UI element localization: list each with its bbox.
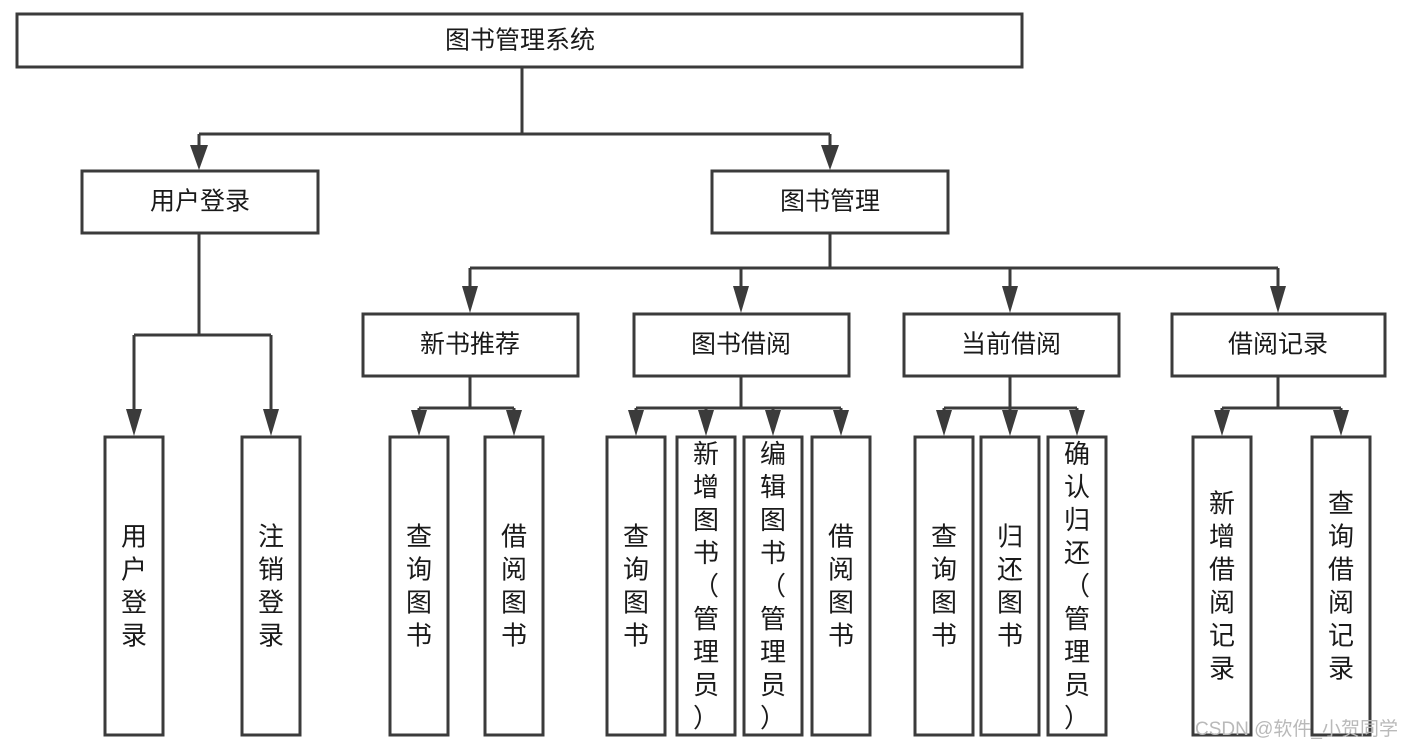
node-user-login[interactable]: 用户登录 <box>80 169 320 235</box>
arrow-head-leaf-query-book-3 <box>936 410 952 436</box>
node-leaf-borrow-book-1[interactable]: 借阅图书 <box>483 435 545 737</box>
node-leaf-edit-book-label: 编辑图书（管理员） <box>760 439 786 733</box>
node-book-management-box[interactable] <box>710 169 950 235</box>
node-leaf-add-record-box[interactable] <box>1191 435 1253 737</box>
arrow-head-leaf-user-logout <box>263 409 279 436</box>
node-leaf-borrow-book-2-label: 借阅图书 <box>828 522 854 651</box>
arrow-head-leaf-query-book-1 <box>411 410 427 436</box>
node-leaf-user-login-label: 用户登录 <box>121 522 147 651</box>
arrow-head-leaf-borrow-book-2 <box>833 410 849 436</box>
node-root-label: 图书管理系统 <box>445 27 595 55</box>
node-root-box[interactable] <box>15 12 1024 69</box>
node-book-borrow-box[interactable] <box>632 312 851 378</box>
arrow-head-book-borrow <box>733 286 749 313</box>
node-current-borrow[interactable]: 当前借阅 <box>902 312 1121 378</box>
node-leaf-borrow-book-1-label: 借阅图书 <box>501 522 527 651</box>
node-leaf-edit-book[interactable]: 编辑图书（管理员） <box>742 435 804 737</box>
arrow-head-leaf-return-book <box>1002 410 1018 436</box>
node-leaf-return-book[interactable]: 归还图书 <box>979 435 1041 737</box>
node-leaf-query-book-2-box[interactable] <box>605 435 667 737</box>
arrow-head-leaf-borrow-book-1 <box>506 410 522 436</box>
node-new-book-recommend-box[interactable] <box>361 312 580 378</box>
node-current-borrow-box[interactable] <box>902 312 1121 378</box>
node-leaf-query-book-1-box[interactable] <box>388 435 450 737</box>
node-leaf-user-login-box[interactable] <box>103 435 165 737</box>
arrow-head-leaf-query-book-2 <box>628 410 644 436</box>
node-user-login-box[interactable] <box>80 169 320 235</box>
node-current-borrow-label: 当前借阅 <box>961 331 1061 359</box>
node-borrow-record-label: 借阅记录 <box>1228 331 1328 359</box>
arrow-head-leaf-confirm-return <box>1069 410 1085 436</box>
csdn-watermark: CSDN @软件_小贺同学 <box>1195 718 1398 740</box>
node-leaf-query-book-3-box[interactable] <box>913 435 975 737</box>
node-book-borrow[interactable]: 图书借阅 <box>632 312 851 378</box>
node-new-book-recommend-label: 新书推荐 <box>420 331 520 359</box>
node-borrow-record[interactable]: 借阅记录 <box>1170 312 1387 378</box>
node-leaf-borrow-book-2[interactable]: 借阅图书 <box>810 435 872 737</box>
node-leaf-query-record-label: 查询借阅记录 <box>1328 489 1354 684</box>
node-user-login-label: 用户登录 <box>150 188 250 216</box>
node-leaf-add-book[interactable]: 新增图书（管理员） <box>675 435 737 737</box>
arrow-head-new-book-recommend <box>462 286 478 313</box>
arrow-head-leaf-user-login <box>126 409 142 436</box>
node-leaf-borrow-book-2-box[interactable] <box>810 435 872 737</box>
node-leaf-add-record-label: 新增借阅记录 <box>1209 489 1235 684</box>
node-leaf-user-logout-label: 注销登录 <box>258 522 284 651</box>
node-leaf-query-record[interactable]: 查询借阅记录 <box>1310 435 1372 737</box>
arrow-head-leaf-edit-book <box>765 410 781 436</box>
node-root[interactable]: 图书管理系统 <box>15 12 1024 69</box>
node-leaf-edit-book-box[interactable] <box>742 435 804 737</box>
node-book-borrow-label: 图书借阅 <box>691 331 791 359</box>
arrow-head-leaf-add-record <box>1214 410 1230 436</box>
node-leaf-return-book-box[interactable] <box>979 435 1041 737</box>
arrow-head-leaf-add-book <box>698 410 714 436</box>
node-leaf-user-login[interactable]: 用户登录 <box>103 435 165 737</box>
node-borrow-record-box[interactable] <box>1170 312 1387 378</box>
node-leaf-add-book-label: 新增图书（管理员） <box>693 439 719 733</box>
node-leaf-borrow-book-1-box[interactable] <box>483 435 545 737</box>
arrow-head-user-login <box>190 145 208 170</box>
arrow-head-book-management <box>821 145 839 170</box>
node-book-management[interactable]: 图书管理 <box>710 169 950 235</box>
node-book-management-label: 图书管理 <box>780 188 880 216</box>
node-leaf-query-book-2-label: 查询图书 <box>623 522 649 651</box>
node-leaf-query-book-1-label: 查询图书 <box>406 522 432 651</box>
node-leaf-query-record-box[interactable] <box>1310 435 1372 737</box>
arrow-head-leaf-query-record <box>1333 410 1349 436</box>
node-leaf-user-logout-box[interactable] <box>240 435 302 737</box>
connector-layer <box>126 67 1349 436</box>
node-leaf-return-book-label: 归还图书 <box>997 522 1023 651</box>
arrow-head-current-borrow <box>1002 286 1018 313</box>
node-leaf-add-record[interactable]: 新增借阅记录 <box>1191 435 1253 737</box>
node-leaf-add-book-box[interactable] <box>675 435 737 737</box>
arrow-head-borrow-record <box>1270 286 1286 313</box>
node-leaf-query-book-3[interactable]: 查询图书 <box>913 435 975 737</box>
node-leaf-query-book-2[interactable]: 查询图书 <box>605 435 667 737</box>
node-leaf-query-book-3-label: 查询图书 <box>931 522 957 651</box>
node-leaf-confirm-return-box[interactable] <box>1046 435 1108 737</box>
node-leaf-user-logout[interactable]: 注销登录 <box>240 435 302 737</box>
node-leaf-confirm-return-label: 确认归还（管理员） <box>1064 439 1090 733</box>
node-leaf-query-book-1[interactable]: 查询图书 <box>388 435 450 737</box>
node-new-book-recommend[interactable]: 新书推荐 <box>361 312 580 378</box>
node-leaf-confirm-return[interactable]: 确认归还（管理员） <box>1046 435 1108 737</box>
